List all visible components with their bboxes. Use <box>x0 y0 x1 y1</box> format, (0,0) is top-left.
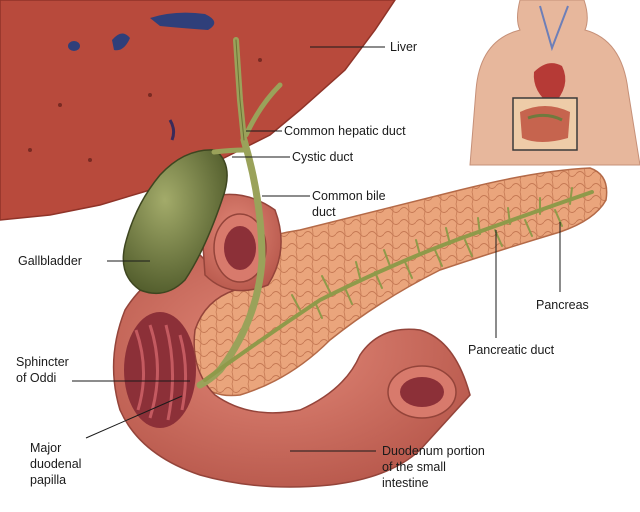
label-major-duodenal-papilla: Major duodenal papilla <box>30 441 82 487</box>
label-duodenum: Duodenum portion of the small intestine <box>382 444 485 490</box>
bile-duct-system <box>196 37 594 389</box>
label-common-hepatic-duct: Common hepatic duct <box>284 124 406 138</box>
gallbladder-shape <box>122 149 228 295</box>
label-cystic-duct: Cystic duct <box>292 150 354 164</box>
label-liver: Liver <box>390 40 418 54</box>
leader-lines <box>72 46 561 452</box>
leader-major-duodenal-papilla <box>85 395 183 439</box>
label-pancreas: Pancreas <box>536 298 589 312</box>
label-sphincter-of-oddi: Sphincter of Oddi <box>16 355 69 385</box>
label-gallbladder: Gallbladder <box>18 254 82 268</box>
label-common-bile-duct: Common bile duct <box>312 189 386 219</box>
liver-shape <box>0 0 396 221</box>
torso-inset-icon <box>469 0 640 166</box>
label-pancreatic-duct: Pancreatic duct <box>468 343 555 357</box>
